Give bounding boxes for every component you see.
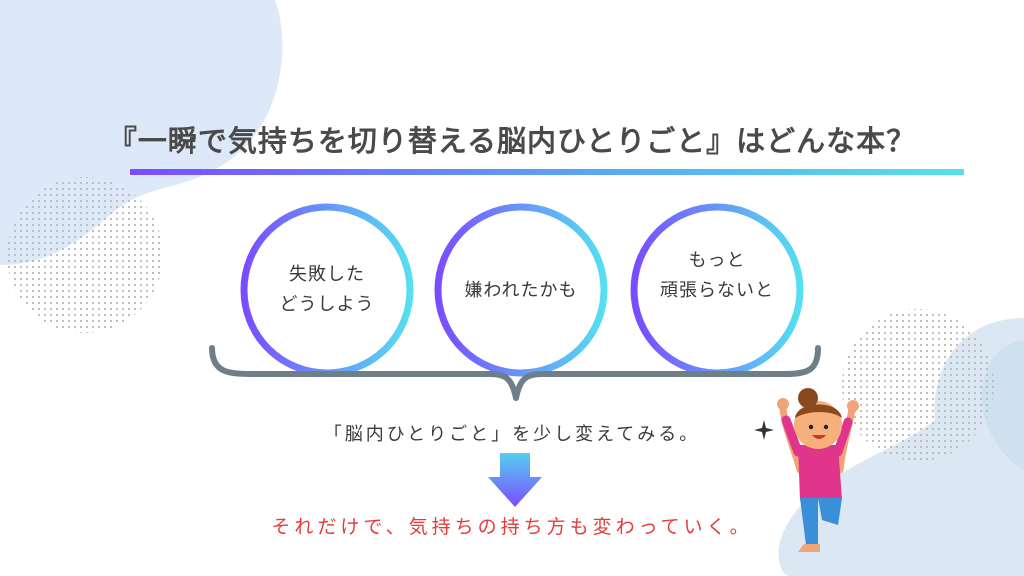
- caption-text: 「脳内ひとりごと」を少し変えてみる。: [323, 424, 701, 445]
- character-illustration: [777, 388, 859, 552]
- bubble-1-line2: どうしよう: [279, 294, 375, 315]
- title-underline: [130, 169, 964, 175]
- bubble-1-line1: 失敗した: [289, 264, 365, 285]
- brace: [209, 345, 821, 401]
- bubble-2-label: 嫌われたかも: [436, 276, 606, 306]
- conclusion-text: それだけで、気持ちの持ち方も変わっていく。: [271, 516, 753, 538]
- page-title: 『一瞬で気持ちを切り替える脳内ひとりごと』はどんな本？: [107, 124, 917, 158]
- dotted-circle-right: [842, 309, 994, 461]
- ring-2: [434, 203, 608, 377]
- bubble-3-line2: 頑張らないと: [660, 280, 774, 301]
- sparkle-icon: [754, 420, 774, 440]
- bubble-2-line1: 嫌われたかも: [464, 280, 578, 301]
- dotted-circle-left: [7, 177, 163, 333]
- down-arrow-icon: [488, 453, 542, 507]
- bubble-3-label: もっと 頑張らないと: [632, 246, 802, 306]
- bubble-1-label: 失敗した どうしよう: [242, 260, 412, 320]
- bubble-3-line1: もっと: [688, 250, 746, 271]
